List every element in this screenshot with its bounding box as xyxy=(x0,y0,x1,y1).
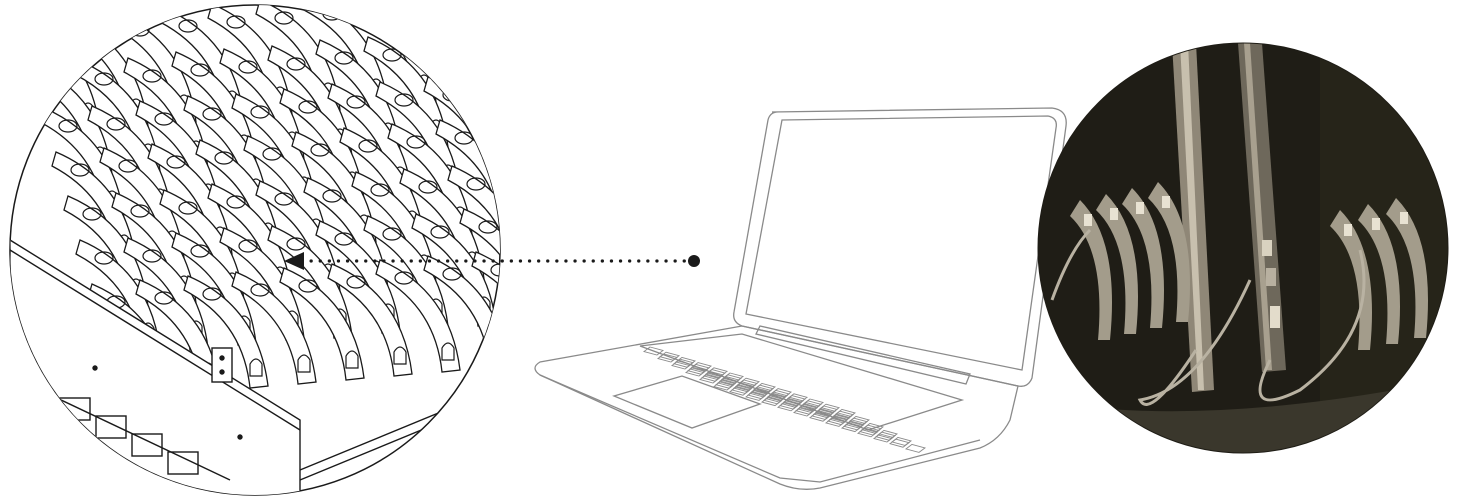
laptop-base xyxy=(535,326,1018,489)
keyboard-key xyxy=(906,444,925,452)
keyboard-key xyxy=(876,432,895,440)
rack-latch xyxy=(212,348,232,382)
rack-detail-illustration xyxy=(10,0,556,496)
keyboard-key xyxy=(892,437,911,445)
connector-origin-dot xyxy=(688,255,700,267)
keyboard-key xyxy=(890,439,909,447)
photo-detail-illustration xyxy=(1038,43,1450,453)
laptop-screen xyxy=(746,116,1056,370)
laptop-trackpad xyxy=(614,376,760,428)
keyboard-key xyxy=(674,359,693,367)
laptop-illustration xyxy=(535,108,1066,489)
